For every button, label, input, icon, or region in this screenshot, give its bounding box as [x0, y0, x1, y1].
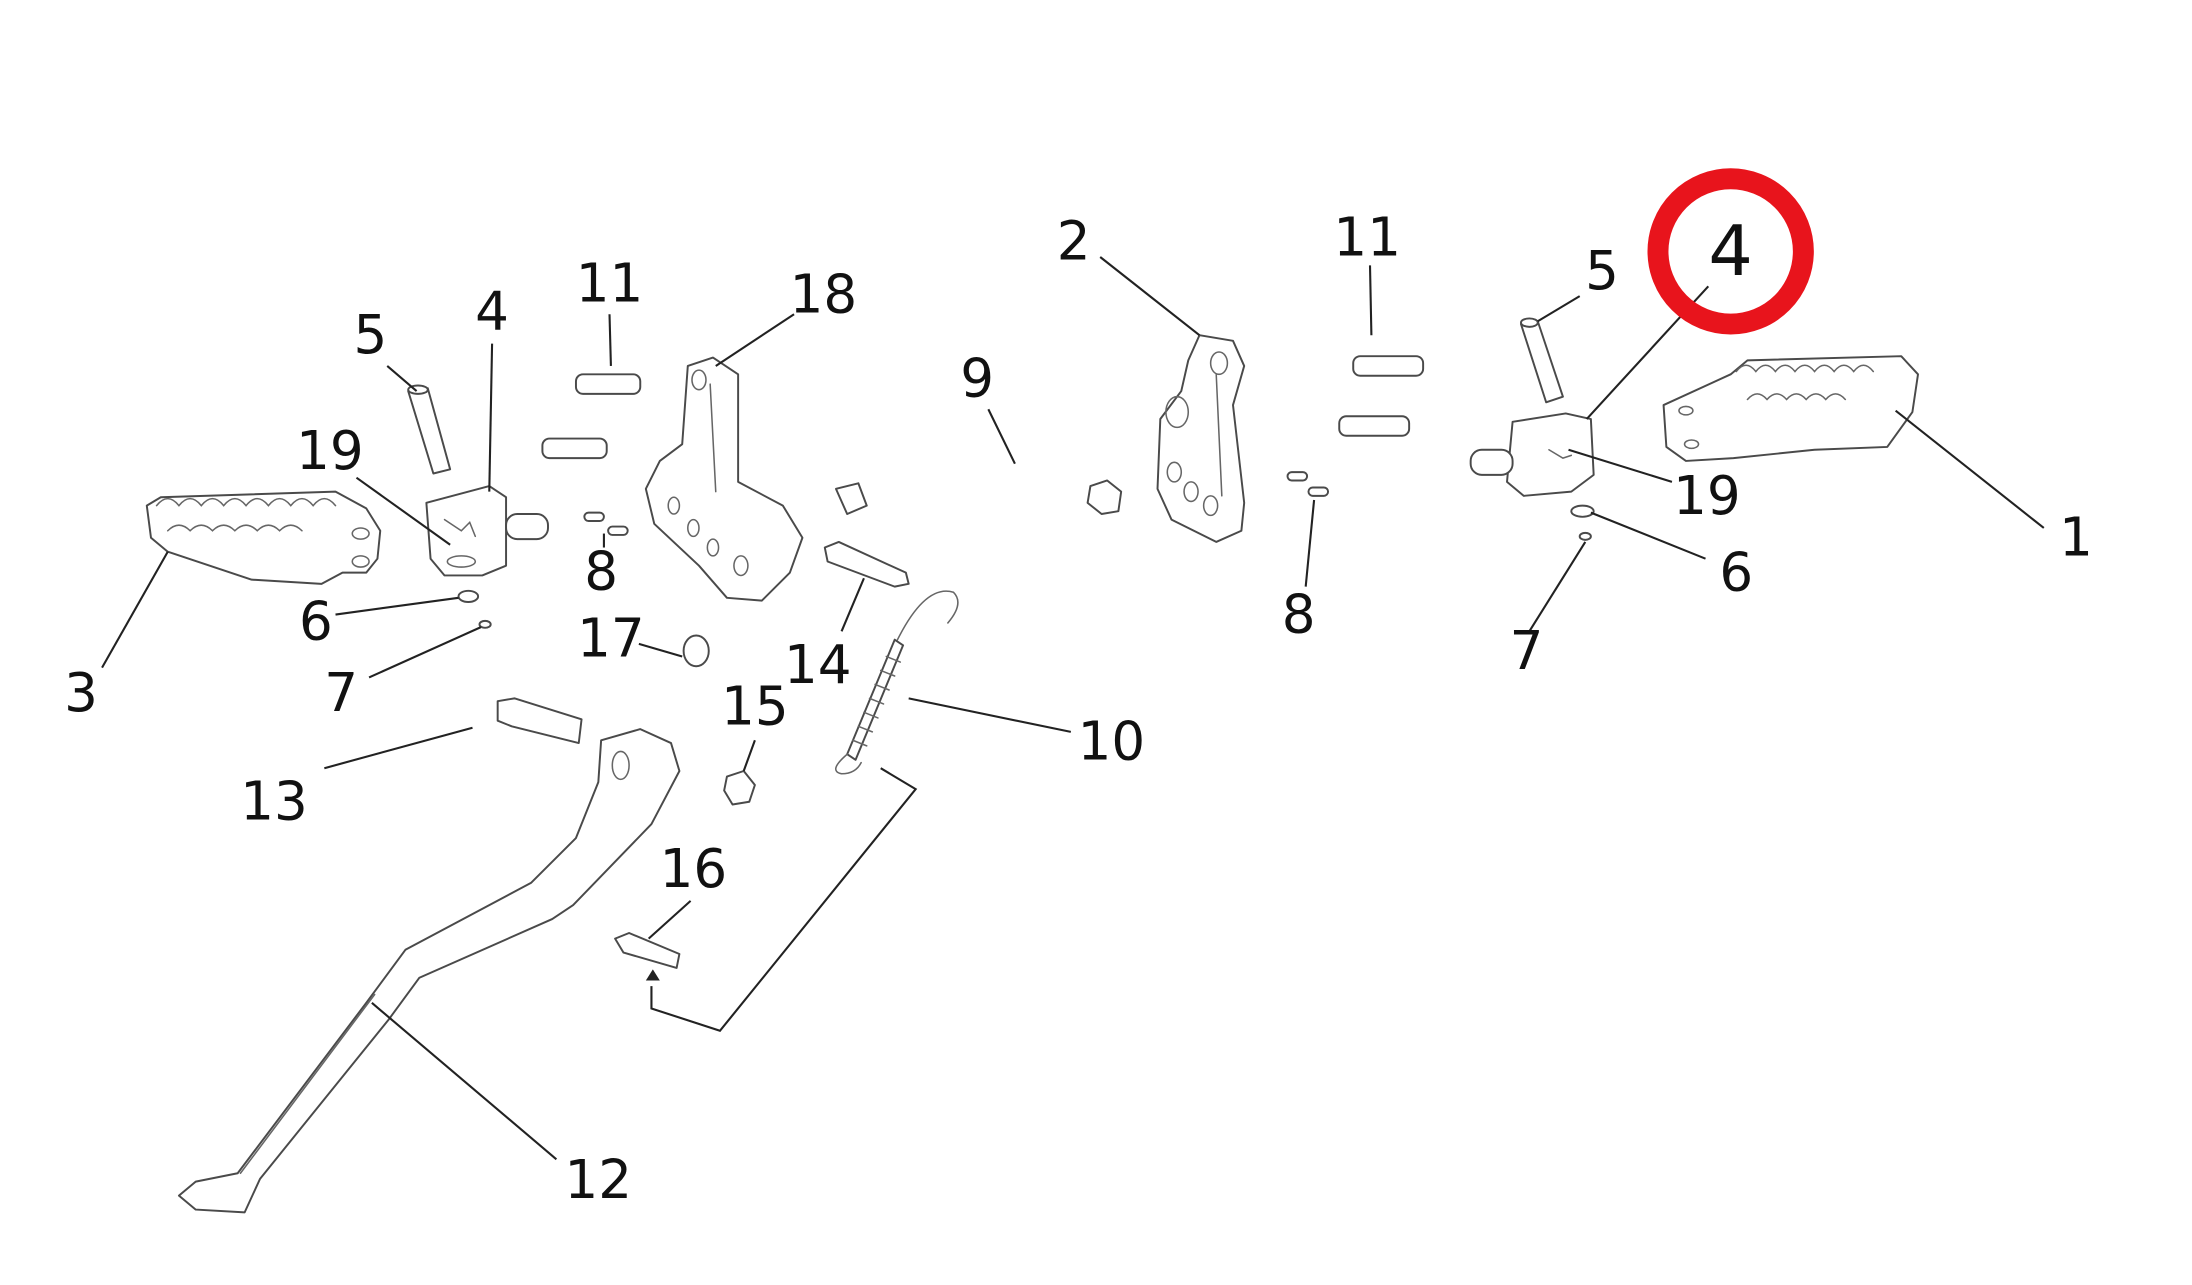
callout-12: 12 — [565, 1149, 633, 1211]
callout-8-right: 8 — [1282, 584, 1316, 646]
callout-2: 2 — [1057, 211, 1091, 273]
callout-14: 14 — [784, 634, 852, 696]
spring-part-10 — [835, 590, 959, 775]
callout-6-right: 6 — [1719, 542, 1753, 604]
callouts: 1 2 3 4 4 5 5 6 6 7 7 8 8 9 10 11 11 12 … — [64, 206, 2093, 1211]
spring-hook-path — [650, 767, 918, 1033]
right-cotter-part-7 — [1578, 531, 1592, 541]
right-bolts-part-11 — [1338, 355, 1425, 437]
left-footpeg-part-3 — [145, 490, 382, 585]
callout-5-right: 5 — [1585, 240, 1619, 302]
right-dowels-part-8 — [1286, 471, 1330, 497]
left-bracket-part-4 — [425, 485, 549, 577]
callout-7-right: 7 — [1510, 620, 1544, 682]
callout-7-left: 7 — [324, 662, 358, 724]
callout-18: 18 — [790, 264, 858, 326]
bolt-part-13 — [496, 697, 583, 745]
leader-lines — [101, 256, 2045, 1161]
callout-9: 9 — [960, 348, 994, 410]
left-plate-part-18 — [644, 356, 804, 602]
callout-13: 13 — [240, 771, 308, 833]
left-cotter-part-7 — [478, 619, 492, 629]
callout-17: 17 — [577, 607, 645, 669]
right-bracket-part-4 — [1469, 412, 1595, 497]
nut-part — [835, 482, 868, 515]
highlight-circle — [1647, 168, 1814, 335]
callout-4-left: 4 — [475, 280, 509, 342]
left-washer-part-6 — [457, 589, 480, 603]
right-pin-part-5 — [1520, 317, 1564, 404]
bolt-part-14 — [823, 540, 910, 588]
callout-11-right: 11 — [1333, 206, 1401, 268]
callout-6-left: 6 — [299, 591, 333, 653]
callout-15: 15 — [721, 676, 789, 738]
callout-4-right-highlighted: 4 — [1708, 211, 1752, 292]
left-pin-part-5 — [407, 384, 452, 475]
callout-5-left: 5 — [354, 304, 388, 366]
sidestand-part-12 — [177, 728, 681, 1214]
washer-part-17 — [682, 634, 710, 668]
callout-10: 10 — [1078, 711, 1146, 773]
left-dowels-part-8 — [583, 511, 629, 536]
callout-16: 16 — [660, 838, 728, 900]
pin-part-16 — [614, 932, 681, 981]
right-washer-part-6 — [1570, 504, 1595, 518]
callout-8-left: 8 — [584, 540, 618, 602]
callout-19-right: 19 — [1673, 465, 1741, 527]
callout-1: 1 — [2059, 507, 2093, 569]
callout-3: 3 — [64, 662, 98, 724]
right-footpeg-part-1 — [1662, 355, 1919, 462]
nut-part-9 — [1086, 479, 1123, 515]
nut-part-15 — [723, 770, 756, 806]
right-plate-part-2 — [1156, 334, 1246, 543]
left-bolts-part-11 — [541, 373, 642, 460]
callout-11-left: 11 — [576, 253, 644, 315]
callout-19-left: 19 — [296, 420, 364, 482]
